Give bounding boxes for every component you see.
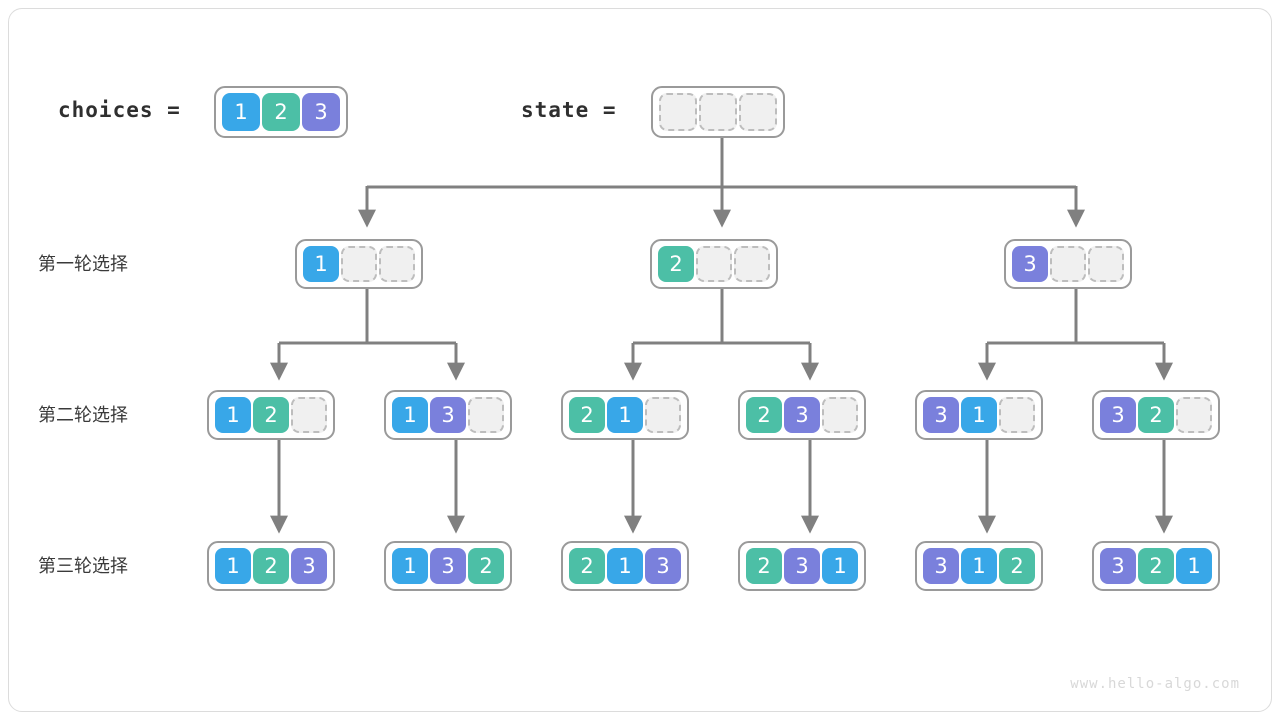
round2-node-4-cell-1: 1 bbox=[961, 397, 997, 433]
choices-cell-0: 1 bbox=[222, 93, 260, 131]
round2-node-3-cell-0: 2 bbox=[746, 397, 782, 433]
round3-node-0-cell-2: 3 bbox=[291, 548, 327, 584]
round3-node-2-cell-0: 2 bbox=[569, 548, 605, 584]
round2-node-1-cell-1: 3 bbox=[430, 397, 466, 433]
round1-node-0: 1 bbox=[295, 239, 423, 289]
round1-node-1-cell-0: 2 bbox=[658, 246, 694, 282]
round1-node-0-cell-0: 1 bbox=[303, 246, 339, 282]
diagram-frame bbox=[8, 8, 1272, 712]
state-cell-1 bbox=[699, 93, 737, 131]
round2-node-1-cell-0: 1 bbox=[392, 397, 428, 433]
round2-node-4-cell-2 bbox=[999, 397, 1035, 433]
round3-node-4-cell-1: 1 bbox=[961, 548, 997, 584]
round2-node-0-cell-0: 1 bbox=[215, 397, 251, 433]
round3-node-0-cell-1: 2 bbox=[253, 548, 289, 584]
round2-node-1-cell-2 bbox=[468, 397, 504, 433]
round1-node-2-cell-1 bbox=[1050, 246, 1086, 282]
round2-node-3: 2 3 bbox=[738, 390, 866, 440]
round3-node-1-cell-1: 3 bbox=[430, 548, 466, 584]
round3-node-0: 1 2 3 bbox=[207, 541, 335, 591]
state-cell-2 bbox=[739, 93, 777, 131]
round3-node-1: 1 3 2 bbox=[384, 541, 512, 591]
round3-node-1-cell-2: 2 bbox=[468, 548, 504, 584]
round2-node-4-cell-0: 3 bbox=[923, 397, 959, 433]
round2-node-5: 3 2 bbox=[1092, 390, 1220, 440]
choices-array: 1 2 3 bbox=[214, 86, 348, 138]
round2-node-3-cell-1: 3 bbox=[784, 397, 820, 433]
choices-label: choices = bbox=[58, 98, 181, 122]
round1-node-2-cell-2 bbox=[1088, 246, 1124, 282]
round2-node-3-cell-2 bbox=[822, 397, 858, 433]
round2-node-2-cell-1: 1 bbox=[607, 397, 643, 433]
round3-node-5-cell-0: 3 bbox=[1100, 548, 1136, 584]
state-label: state = bbox=[521, 98, 617, 122]
round3-node-3: 2 3 1 bbox=[738, 541, 866, 591]
round3-node-3-cell-0: 2 bbox=[746, 548, 782, 584]
state-array bbox=[651, 86, 785, 138]
round1-node-1-cell-2 bbox=[734, 246, 770, 282]
round2-node-0: 1 2 bbox=[207, 390, 335, 440]
round3-node-5: 3 2 1 bbox=[1092, 541, 1220, 591]
round2-node-2: 2 1 bbox=[561, 390, 689, 440]
watermark: www.hello-algo.com bbox=[1070, 676, 1240, 692]
round3-node-2-cell-1: 1 bbox=[607, 548, 643, 584]
round1-node-0-cell-1 bbox=[341, 246, 377, 282]
round2-node-5-cell-1: 2 bbox=[1138, 397, 1174, 433]
round2-node-2-cell-0: 2 bbox=[569, 397, 605, 433]
row-label-round1: 第一轮选择 bbox=[38, 254, 128, 275]
round2-node-2-cell-2 bbox=[645, 397, 681, 433]
round2-node-0-cell-2 bbox=[291, 397, 327, 433]
choices-cell-2: 3 bbox=[302, 93, 340, 131]
state-cell-0 bbox=[659, 93, 697, 131]
choices-cell-1: 2 bbox=[262, 93, 300, 131]
row-label-round2: 第二轮选择 bbox=[38, 405, 128, 426]
row-label-round3: 第三轮选择 bbox=[38, 556, 128, 577]
round3-node-2-cell-2: 3 bbox=[645, 548, 681, 584]
round2-node-0-cell-1: 2 bbox=[253, 397, 289, 433]
round3-node-4-cell-0: 3 bbox=[923, 548, 959, 584]
round3-node-5-cell-1: 2 bbox=[1138, 548, 1174, 584]
round2-node-1: 1 3 bbox=[384, 390, 512, 440]
round3-node-3-cell-2: 1 bbox=[822, 548, 858, 584]
round2-node-5-cell-2 bbox=[1176, 397, 1212, 433]
round3-node-0-cell-0: 1 bbox=[215, 548, 251, 584]
round3-node-3-cell-1: 3 bbox=[784, 548, 820, 584]
round1-node-2: 3 bbox=[1004, 239, 1132, 289]
round2-node-5-cell-0: 3 bbox=[1100, 397, 1136, 433]
round3-node-5-cell-2: 1 bbox=[1176, 548, 1212, 584]
round3-node-2: 2 1 3 bbox=[561, 541, 689, 591]
round1-node-1: 2 bbox=[650, 239, 778, 289]
round3-node-4-cell-2: 2 bbox=[999, 548, 1035, 584]
round3-node-4: 3 1 2 bbox=[915, 541, 1043, 591]
round1-node-2-cell-0: 3 bbox=[1012, 246, 1048, 282]
round1-node-1-cell-1 bbox=[696, 246, 732, 282]
round1-node-0-cell-2 bbox=[379, 246, 415, 282]
round2-node-4: 3 1 bbox=[915, 390, 1043, 440]
round3-node-1-cell-0: 1 bbox=[392, 548, 428, 584]
